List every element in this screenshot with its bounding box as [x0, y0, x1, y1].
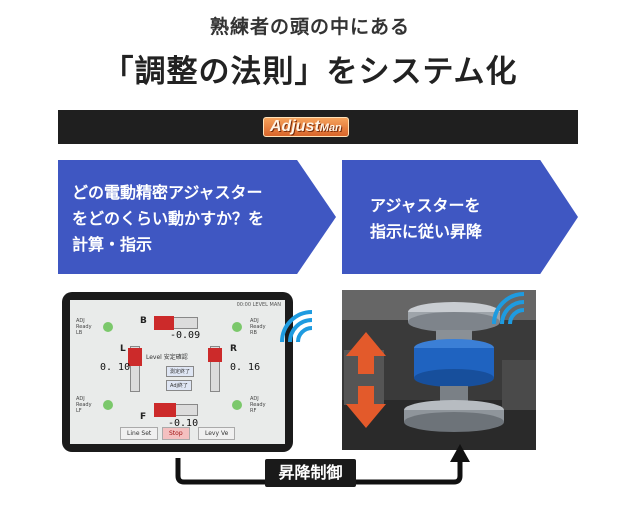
adjuster-photo — [342, 290, 536, 450]
corner-line: Ready — [250, 402, 266, 408]
tablet-screen: 00:00 LEVEL MAN ADJ Ready LB ADJ Ready R… — [70, 300, 285, 444]
right-level-indicator — [208, 348, 222, 362]
adjuster-rf-indicator[interactable] — [232, 400, 242, 410]
step-arrow-calculate: どの電動精密アジャスター をどのくらい動かすか？を 計算・指示 — [58, 160, 336, 274]
banner: AdjustMan — [58, 110, 578, 144]
label-right: R — [230, 344, 237, 354]
label-front: F — [140, 412, 147, 422]
line-set-button[interactable]: Line Set — [120, 427, 159, 440]
status-bar: 00:00 LEVEL MAN — [236, 302, 281, 308]
value-back: -0.09 — [170, 330, 201, 341]
front-level-indicator — [154, 403, 176, 417]
left-slider-track — [130, 346, 140, 392]
lift-control-label: 昇降制御 — [265, 459, 356, 487]
corner-line: LF — [76, 408, 82, 414]
step-1-text: どの電動精密アジャスター をどのくらい動かすか？を 計算・指示 — [72, 180, 264, 258]
step-2-text: アジャスターを 指示に従い昇降 — [370, 193, 482, 245]
corner-line: Ready — [76, 402, 92, 408]
corner-line: RB — [250, 330, 257, 336]
step-1-line: どの電動精密アジャスター — [72, 183, 263, 202]
corner-line: ADJ — [250, 396, 259, 402]
stop-button[interactable]: Stop — [162, 427, 190, 440]
subtitle: 熟練者の頭の中にある — [209, 16, 410, 38]
adjust-end-button[interactable]: Adj終了 — [166, 380, 192, 391]
right-slider-track — [210, 346, 220, 392]
corner-line: Ready — [76, 324, 92, 330]
wifi-icon — [280, 310, 313, 343]
adjustman-logo: AdjustMan — [263, 117, 349, 137]
levy-ve-button[interactable]: Levy Ve — [198, 427, 236, 440]
measure-end-button[interactable]: 測定終了 — [166, 366, 195, 377]
value-right: 0. 16 — [230, 362, 261, 373]
logo-sub-text: Man — [319, 122, 342, 134]
label-back: B — [140, 316, 147, 326]
tablet-device: 00:00 LEVEL MAN ADJ Ready LB ADJ Ready R… — [62, 292, 293, 452]
up-down-arrow-icon — [346, 332, 386, 428]
label-left: L — [120, 344, 126, 354]
adjuster-rb-indicator[interactable] — [232, 322, 242, 332]
back-level-indicator — [154, 316, 174, 330]
logo-main-text: Adjust — [270, 118, 320, 135]
corner-line: ADJ — [76, 396, 85, 402]
corner-info-lf: ADJ Ready LF — [76, 396, 92, 414]
page-title: 「調整の法則」をシステム化 — [102, 54, 518, 90]
step-1-line: 計算・指示 — [72, 235, 153, 254]
step-1-line: をどのくらい動かすか？を — [72, 209, 265, 228]
corner-line: RF — [250, 408, 257, 414]
corner-line: LB — [76, 330, 83, 336]
level-status-label: Level 安定確認 — [146, 354, 188, 361]
step-2-line: アジャスターを — [370, 196, 481, 215]
corner-line: Ready — [250, 324, 266, 330]
value-left: 0. 10 — [100, 362, 131, 373]
adjuster-lf-indicator[interactable] — [103, 400, 113, 410]
corner-info-lb: ADJ Ready LB — [76, 318, 92, 336]
step-arrow-adjust: アジャスターを 指示に従い昇降 — [342, 160, 578, 274]
left-level-indicator — [128, 348, 142, 366]
corner-info-rb: ADJ Ready RB — [250, 318, 266, 336]
wifi-icon — [492, 292, 525, 325]
corner-line: ADJ — [250, 318, 259, 324]
step-2-line: 指示に従い昇降 — [370, 222, 483, 241]
corner-line: ADJ — [76, 318, 85, 324]
corner-info-rf: ADJ Ready RF — [250, 396, 266, 414]
adjuster-lb-indicator[interactable] — [103, 322, 113, 332]
value-front: -0.10 — [168, 418, 199, 429]
